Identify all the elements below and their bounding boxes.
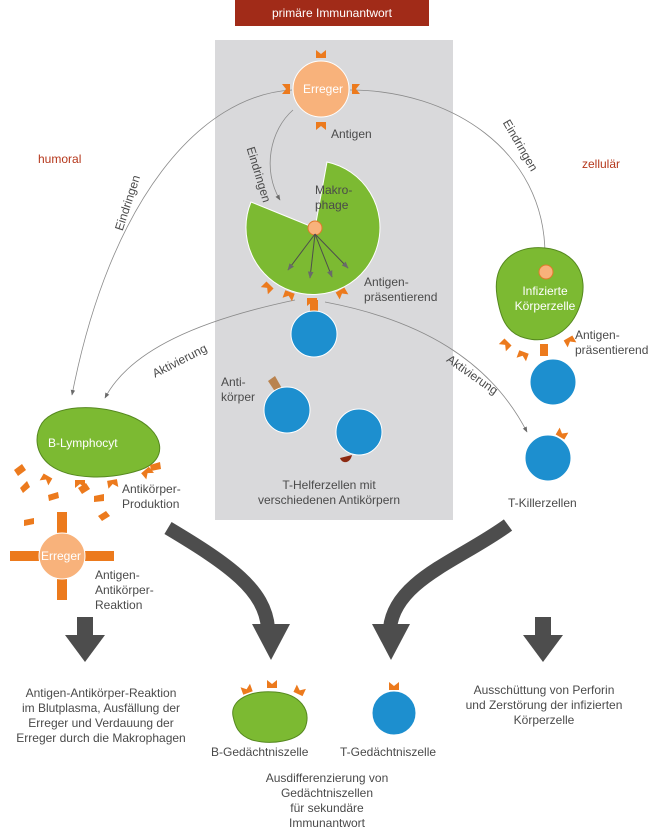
erreger-top-label: Erreger xyxy=(303,82,344,96)
t-zelle-infiziert xyxy=(529,358,577,406)
ausdifferenzierung-text: Ausdifferenzierung von Gedächtniszellen … xyxy=(265,771,389,830)
t-killerzellen-label: T-Killerzellen xyxy=(508,496,577,510)
antikoerper-produktion-label: Antikörper- Produktion xyxy=(122,482,181,511)
released-antikoerper xyxy=(14,462,161,526)
erreger-lower xyxy=(10,512,114,600)
antikoerper-receptor-dark xyxy=(340,455,352,463)
connector-aktivierung-left xyxy=(104,299,296,399)
t-helferzelle-antikoerper-b xyxy=(335,408,383,456)
connector-erreger-to-infizierte-zelle xyxy=(349,89,548,256)
ausschuettung-text: Ausschüttung von Perforin und Zerstörung… xyxy=(465,683,623,727)
big-arrow-right-curve xyxy=(383,519,513,630)
b-gedaechtniszelle-label: B-Gedächtniszelle xyxy=(211,745,309,759)
t-killerzelle xyxy=(524,434,572,482)
bottom-left-text: Antigen-Antikörper-Reaktion im Blutplasm… xyxy=(16,686,186,745)
t-helferzelle-antikoerper-a xyxy=(263,386,311,434)
connector-erreger-to-b-lymphocyt xyxy=(70,89,293,396)
antikoerper-label: Anti- körper xyxy=(221,375,256,404)
antigen-antikoerper-reaktion-label: Antigen- Antikörper- Reaktion xyxy=(95,568,154,612)
infizierte-koerperzelle-label: Infizierte Körperzelle xyxy=(514,284,576,313)
makrophage-erreger-particle xyxy=(307,220,323,236)
antigen-praesentierend-mid-label: Antigen- präsentierend xyxy=(364,275,438,304)
erreger-top xyxy=(282,50,360,130)
t-helferzellen-label: T-Helferzellen mit verschiedenen Antikör… xyxy=(257,478,401,507)
infizierte-erreger-particle xyxy=(538,264,554,280)
t-gedaechtniszelle-label: T-Gedächtniszelle xyxy=(340,745,437,759)
makrophage-label: Makro- phage xyxy=(315,183,353,212)
humoral-label: humoral xyxy=(38,152,82,166)
erreger-low-label: Erreger xyxy=(41,549,82,563)
connector-erreger-to-makrophage xyxy=(269,109,294,201)
t-helferzelle-main xyxy=(290,310,338,358)
title-banner: primäre Immunantwort xyxy=(235,0,429,26)
zellular-label: zellulär xyxy=(582,157,621,171)
antigen-label: Antigen xyxy=(331,127,372,141)
b-gedaechtniszelle xyxy=(232,680,308,743)
antigen-praesentierend-right-label: Antigen- präsentierend xyxy=(575,328,649,357)
connector-aktivierung-right xyxy=(324,301,528,433)
b-lymphocyt-label: B-Lymphocyt xyxy=(48,436,118,450)
t-gedaechtniszelle xyxy=(371,682,417,736)
down-arrows xyxy=(65,617,563,662)
b-lymphocyt-cell xyxy=(36,407,161,478)
big-arrow-left-curve xyxy=(164,521,275,629)
infizierte-koerperzelle xyxy=(495,247,584,341)
